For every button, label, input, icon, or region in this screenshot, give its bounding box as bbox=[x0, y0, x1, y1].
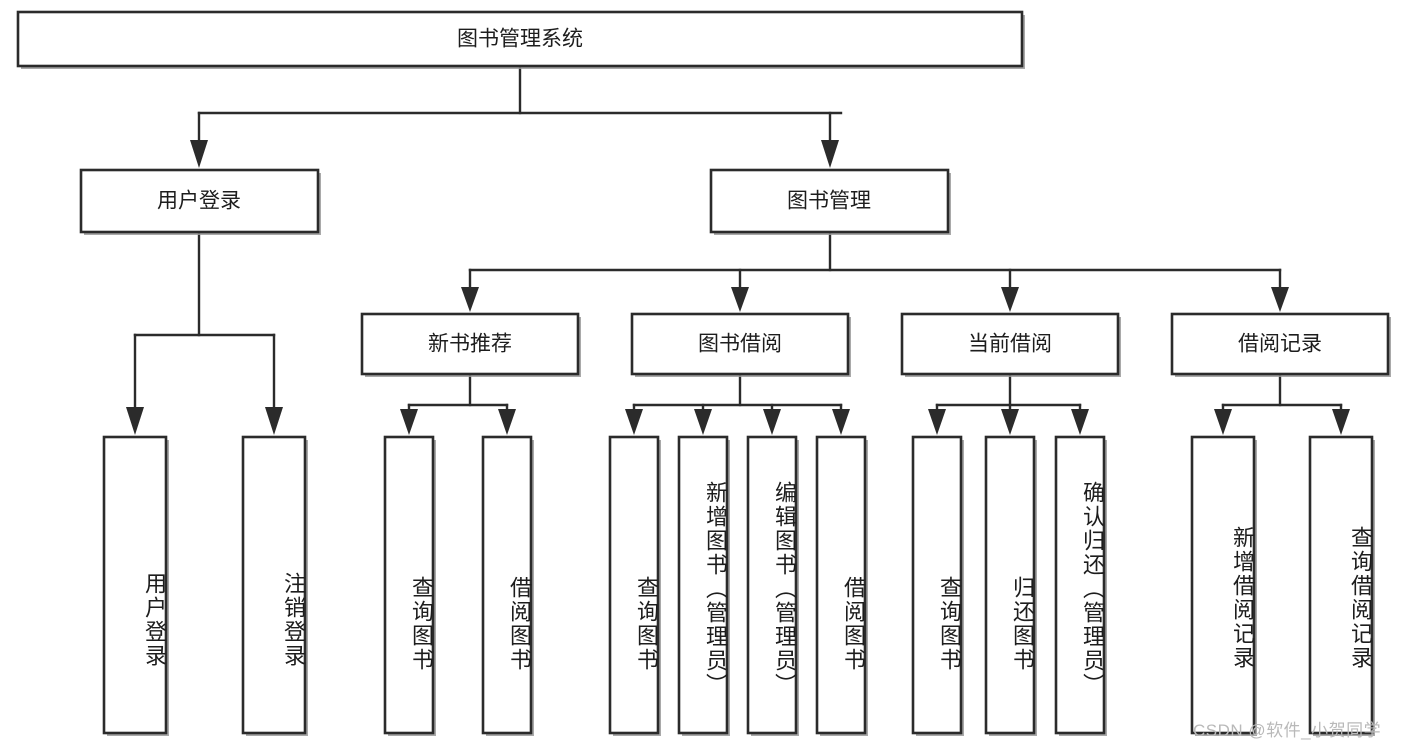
arrow-to-leaf-edit-book bbox=[763, 409, 781, 435]
arrow-to-leaf-return-book bbox=[1001, 409, 1019, 435]
node-leaf-confirm-return[interactable] bbox=[1054, 435, 1107, 736]
node-leaf-logout[interactable] bbox=[241, 435, 308, 736]
node-root-label: 图书管理系统 bbox=[457, 28, 583, 51]
node-root[interactable]: 图书管理系统 bbox=[16, 10, 1025, 69]
node-leaf-user-login[interactable] bbox=[102, 435, 169, 736]
arrow-to-leaf-user-login bbox=[126, 407, 144, 435]
connector-group-user-login bbox=[126, 230, 283, 435]
connector-group-root bbox=[190, 64, 843, 168]
arrow-to-book-manage bbox=[821, 140, 839, 168]
node-leaf-return-book[interactable] bbox=[984, 435, 1037, 736]
arrow-to-leaf-query-book-3 bbox=[928, 409, 946, 435]
node-current-borrow-label: 当前借阅 bbox=[968, 333, 1052, 356]
arrow-to-leaf-confirm-return bbox=[1071, 409, 1089, 435]
arrow-to-leaf-logout bbox=[265, 407, 283, 435]
node-user-login[interactable]: 用户登录 bbox=[79, 168, 321, 235]
node-leaf-borrow-book-2[interactable] bbox=[815, 435, 868, 736]
node-leaf-query-book-3[interactable] bbox=[911, 435, 964, 736]
node-leaf-query-book-1[interactable] bbox=[383, 435, 436, 736]
node-book-manage[interactable]: 图书管理 bbox=[709, 168, 951, 235]
node-new-book-recommend-label: 新书推荐 bbox=[428, 333, 512, 356]
arrow-to-leaf-query-book-2 bbox=[625, 409, 643, 435]
node-leaf-add-book[interactable] bbox=[677, 435, 730, 736]
node-current-borrow[interactable]: 当前借阅 bbox=[900, 312, 1121, 377]
arrow-to-leaf-query-record bbox=[1332, 409, 1350, 435]
node-borrow-records-label: 借阅记录 bbox=[1238, 333, 1322, 356]
node-book-borrow-label: 图书借阅 bbox=[698, 333, 782, 356]
node-leaf-edit-book[interactable] bbox=[746, 435, 799, 736]
node-book-manage-label: 图书管理 bbox=[787, 190, 871, 213]
arrow-to-new-book-recommend bbox=[461, 287, 479, 312]
node-borrow-records[interactable]: 借阅记录 bbox=[1170, 312, 1391, 377]
connector-group-borrow-records bbox=[1214, 372, 1350, 435]
node-user-login-label: 用户登录 bbox=[157, 190, 241, 213]
csdn-watermark: CSDN @软件_小贺同学 bbox=[1193, 721, 1382, 740]
arrow-to-book-borrow bbox=[731, 287, 749, 312]
arrow-to-leaf-add-book bbox=[694, 409, 712, 435]
connector-group-current-borrow bbox=[928, 372, 1089, 435]
arrow-to-borrow-records bbox=[1271, 287, 1289, 312]
node-leaf-query-book-2[interactable] bbox=[608, 435, 661, 736]
connector-group-book-borrow bbox=[625, 372, 850, 435]
connector-group-new-book-recommend bbox=[400, 372, 516, 435]
arrow-to-leaf-query-book-1 bbox=[400, 409, 418, 435]
arrow-to-leaf-add-record bbox=[1214, 409, 1232, 435]
node-leaf-add-record[interactable] bbox=[1190, 435, 1257, 736]
node-leaf-borrow-book-1[interactable] bbox=[481, 435, 534, 736]
connector-group-book-manage bbox=[461, 230, 1289, 312]
arrow-to-leaf-borrow-book-2 bbox=[832, 409, 850, 435]
node-book-borrow[interactable]: 图书借阅 bbox=[630, 312, 851, 377]
arrow-to-leaf-borrow-book-1 bbox=[498, 409, 516, 435]
node-new-book-recommend[interactable]: 新书推荐 bbox=[360, 312, 581, 377]
arrow-to-current-borrow bbox=[1001, 287, 1019, 312]
arrow-to-user-login bbox=[190, 140, 208, 168]
node-leaf-query-record[interactable] bbox=[1308, 435, 1375, 736]
